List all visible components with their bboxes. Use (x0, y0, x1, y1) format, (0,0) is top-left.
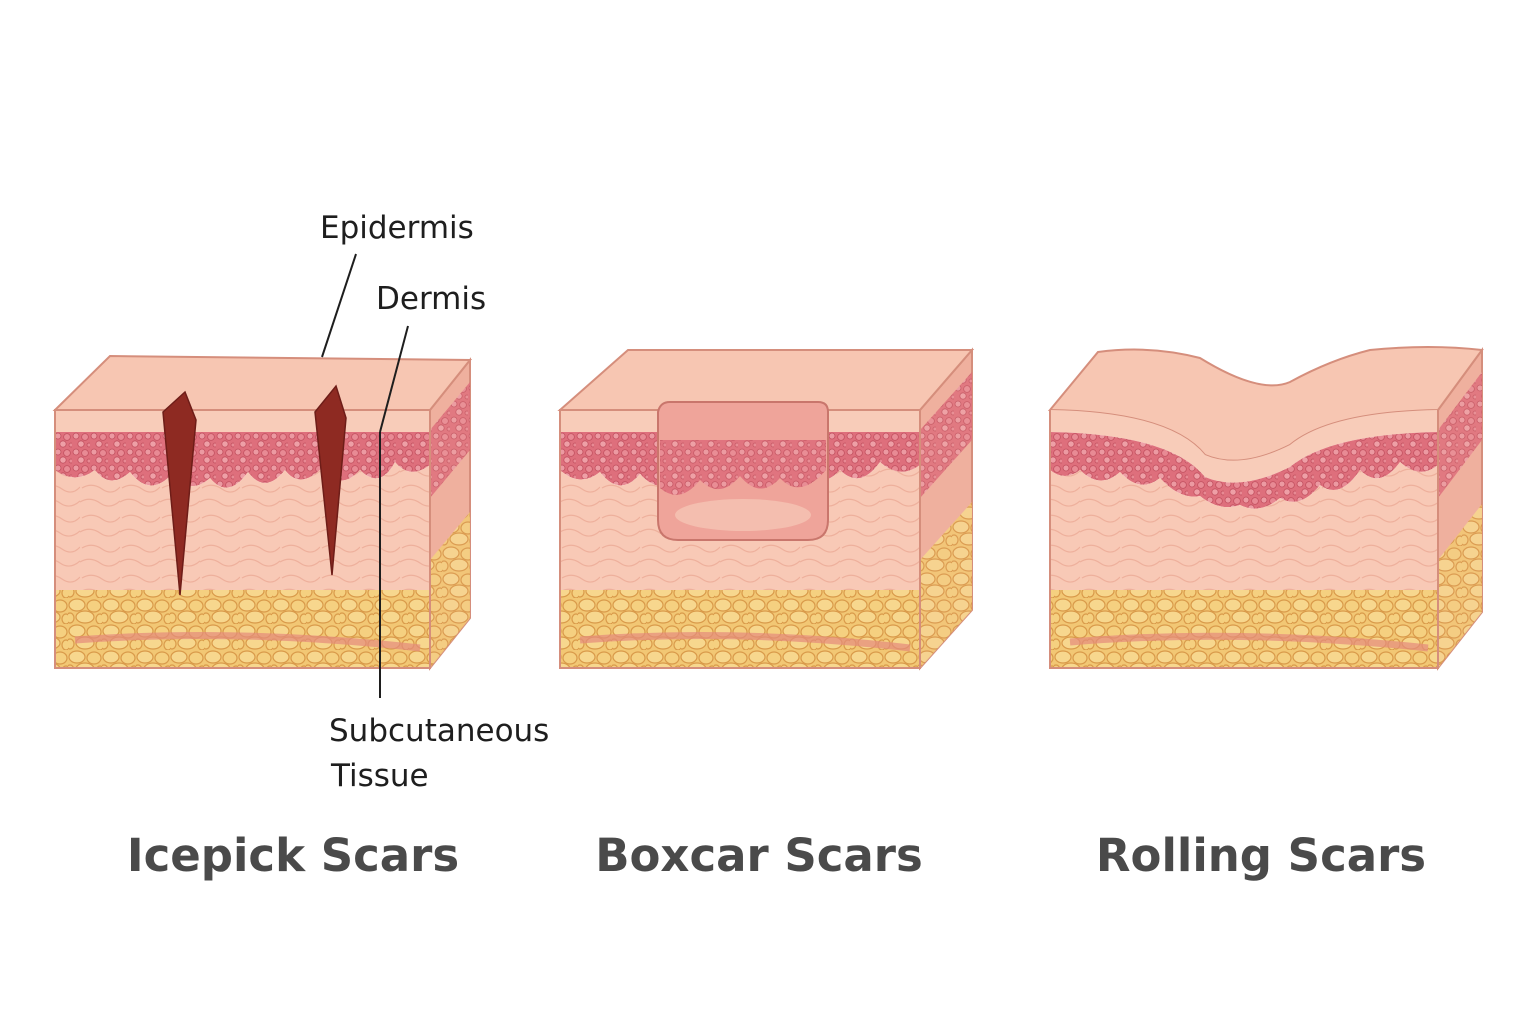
icepick-top-face (52, 354, 473, 411)
rolling-epidermis (1050, 410, 1438, 483)
epidermis-leader-line (321, 253, 357, 358)
icepick-skin-block (52, 354, 473, 671)
rolling-skin-block (1047, 346, 1484, 671)
rolling-papillary-dermis (1050, 432, 1438, 509)
rolling-subcutaneous (1050, 590, 1438, 668)
icepick-channel-right (314, 384, 347, 576)
icepick-subcutaneous (55, 590, 430, 668)
dermis-leader-line (379, 325, 409, 433)
icepick-epidermis (55, 410, 430, 432)
epidermis-label: Epidermis (320, 210, 474, 246)
subcutaneous-label-line2: Tissue (330, 758, 429, 794)
boxcar-skin-block (557, 347, 975, 671)
boxcar-caption: Boxcar Scars (595, 829, 923, 882)
callout-leaders (321, 253, 409, 698)
icepick-reticular-dermis (55, 462, 430, 590)
subcutaneous-label-line1: Subcutaneous (329, 713, 549, 749)
rolling-caption: Rolling Scars (1096, 829, 1426, 882)
boxcar-subcutaneous (560, 590, 920, 668)
dermis-label: Dermis (376, 281, 486, 317)
icepick-caption: Icepick Scars (127, 829, 459, 882)
rolling-reticular-dermis (1050, 462, 1438, 590)
icepick-channel-left (162, 390, 197, 596)
